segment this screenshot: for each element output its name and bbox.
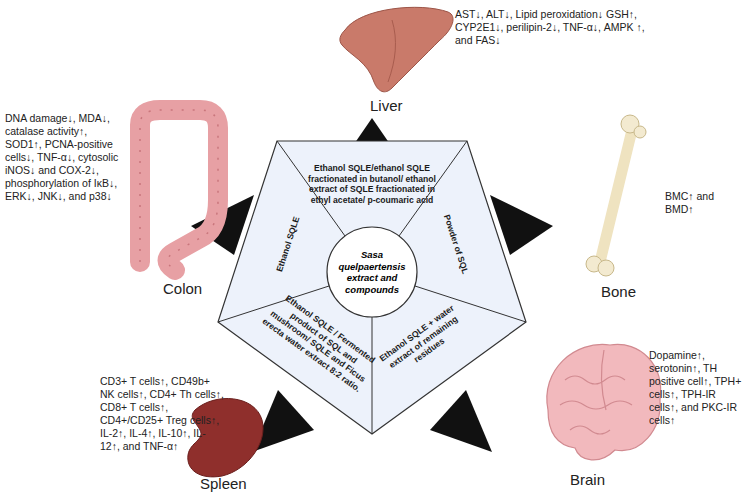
pentagon (218, 141, 526, 434)
brain-drawing (547, 344, 661, 460)
effect-list: AST↓, ALT↓, Lipid peroxidation↓ GSH↑, CY… (455, 8, 645, 47)
organ-group: Brain Dopamine↑, serotonin↑, TH positive … (535, 335, 742, 495)
segment-dividers (218, 141, 526, 434)
circle-shape (327, 227, 417, 317)
segment-label: Ethanol SQLE (266, 191, 310, 299)
organ-name: Colon (163, 280, 202, 298)
organ-name: Brain (570, 471, 605, 489)
pentagon-segment: Powder of SQL (434, 191, 478, 299)
liver-lobe (388, 20, 395, 82)
bone-end (598, 260, 614, 276)
organ-name: Bone (601, 283, 636, 301)
liver-drawing (340, 7, 453, 92)
effect-list: DNA damage↓, MDA↓, catalase activity↑, S… (5, 112, 123, 203)
segment-label: Ethanol SQLE/ethanol SQLE fractionated i… (303, 163, 441, 205)
bone-shaft (600, 130, 632, 262)
organ-group: Colon DNA damage↓, MDA↓, catalase activit… (2, 108, 228, 304)
brain-folds (560, 350, 632, 434)
pentagon-segment: Ethanol SQLE (266, 191, 310, 299)
organ-name: Liver (370, 97, 403, 115)
organ-group: Liver AST↓, ALT↓, Lipid peroxidation↓ GSH… (340, 5, 740, 117)
center-label: Sasa quelpaertensis extract and compound… (333, 249, 411, 295)
organ-name: Spleen (200, 475, 247, 493)
pentagon-segment: Ethanol SQLE/ethanol SQLE fractionated i… (303, 163, 441, 205)
organ-group: Spleen CD3+ T cells↑, CD49b+ NK cells↑, C… (95, 370, 275, 495)
effect-list: Dopamine↑, serotonin↑, TH positive cell↑… (649, 349, 742, 427)
segment-label: Powder of SQL (434, 191, 478, 299)
brain-outline (547, 344, 661, 460)
colon-drawing (140, 110, 218, 270)
effect-list: CD3+ T cells↑, CD49b+ NK cells↑, CD4+ Th… (100, 375, 225, 453)
organ-group: Bone BMC↑ and BMD↑ (585, 115, 740, 305)
center-circle: Sasa quelpaertensis extract and compound… (326, 226, 418, 318)
bone-drawing (586, 115, 646, 276)
colon-folds (140, 110, 218, 270)
divider (372, 317, 373, 434)
bone-head (634, 126, 646, 138)
spike (430, 390, 492, 452)
effect-list: BMC↑ and BMD↑ (665, 190, 740, 216)
